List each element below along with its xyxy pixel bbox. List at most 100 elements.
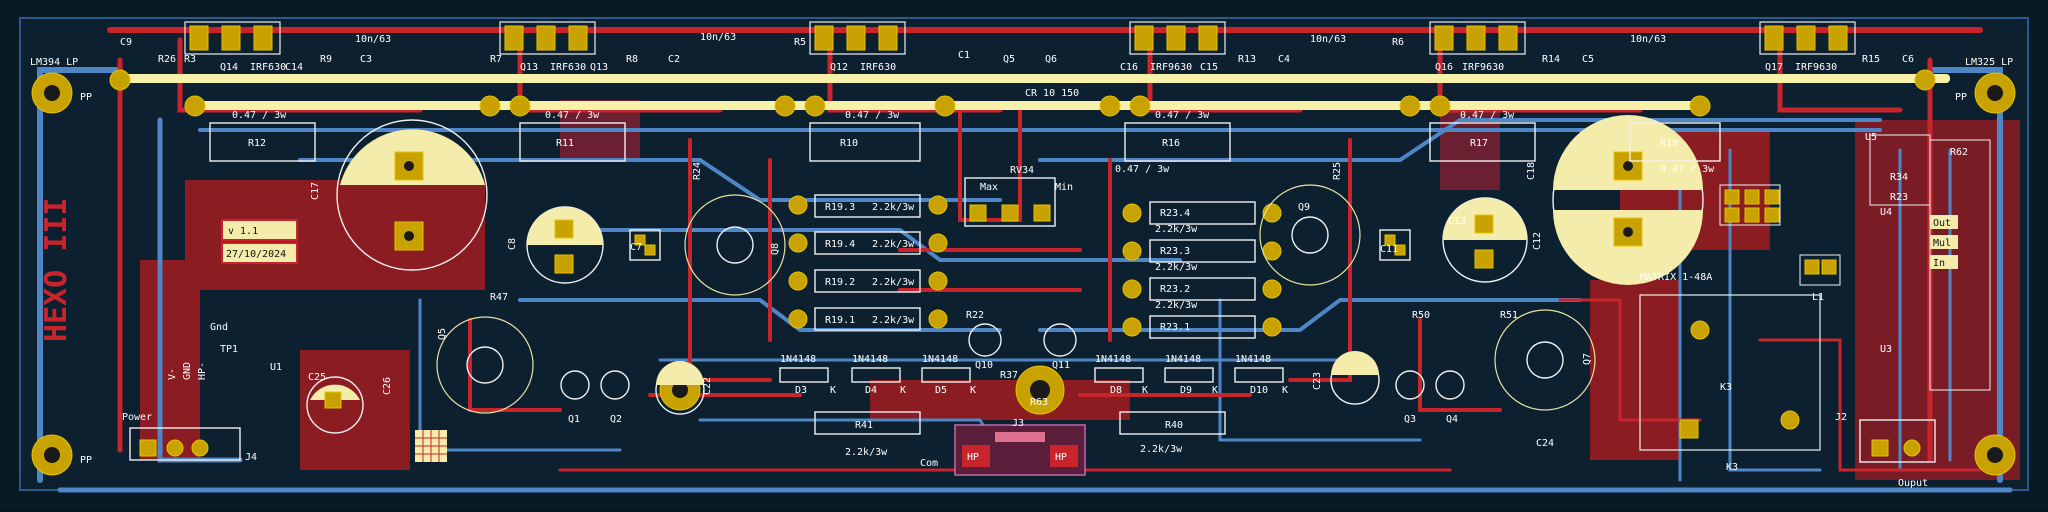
top-label: Q13 <box>520 62 538 73</box>
pp-label: PP <box>1955 92 1967 103</box>
resistor-label: R18 <box>1660 138 1678 149</box>
top-label: IRF630 <box>250 62 286 73</box>
capacitor-C8 <box>526 206 604 284</box>
pp-label: PP <box>80 92 92 103</box>
top-label: IRF9630 <box>1150 62 1192 73</box>
in-tag: In <box>1933 258 1945 269</box>
transistor-label: Q4 <box>1446 414 1458 425</box>
top-label: 10n/63 <box>1630 34 1666 45</box>
cap-label: C23 <box>1312 372 1323 390</box>
mounting-hole <box>1015 365 1065 415</box>
mounting-hole <box>31 72 73 114</box>
trimmer-RV34 <box>964 177 1056 227</box>
top-label: R6 <box>1392 37 1404 48</box>
top-label: R3 <box>184 54 196 65</box>
bus-pads <box>109 69 1936 117</box>
resistor-value: 0.47 / 3w <box>1660 164 1715 175</box>
diode-label: D4 <box>865 385 877 396</box>
transistor-label: Q2 <box>610 414 622 425</box>
resistor-value: 2.2k/3w <box>1155 224 1198 235</box>
resistor-label: R24 <box>692 162 703 180</box>
resistor-value: 2.2k/3w <box>872 202 915 213</box>
top-label: C3 <box>360 54 372 65</box>
mounting-hole <box>1974 72 2016 114</box>
top-label: Q12 <box>830 62 848 73</box>
resistor-value: 2.2k/3w <box>1155 300 1198 311</box>
relay-label: K3 <box>1720 382 1732 393</box>
board-title: HEXO III <box>39 198 74 343</box>
resistor-label: R10 <box>840 138 858 149</box>
top-label: Q16 <box>1435 62 1453 73</box>
matrix-label: MATRIX 1-48A <box>1640 272 1712 283</box>
resistor-value: 2.2k/3w <box>1155 262 1198 273</box>
power-label: Power <box>122 412 152 423</box>
cr-label: CR 10 150 <box>1025 88 1079 99</box>
top-label: LM325 LP <box>1965 57 2013 68</box>
mul-tag: Mul <box>1933 238 1951 249</box>
resistor-value: 2.2k/3w <box>1140 444 1183 455</box>
resistor-label: R23 <box>1890 192 1908 203</box>
cap-label: C24 <box>1536 438 1554 449</box>
resistor-ladder-left <box>814 194 921 331</box>
resistor-value: 0.47 / 3w <box>232 110 287 121</box>
pp-label: PP <box>80 455 92 466</box>
diode-part: 1N4148 <box>852 354 888 365</box>
resistor-label: R12 <box>248 138 266 149</box>
capacitor-C25 <box>306 376 364 434</box>
cathode-mark: K <box>1282 385 1288 396</box>
top-label: Q14 <box>220 62 238 73</box>
diode-part: 1N4148 <box>1165 354 1201 365</box>
connector-label: J3 <box>1012 418 1024 429</box>
resistor-label: R25 <box>1332 162 1343 180</box>
resistor-label: R19.2 <box>825 277 855 288</box>
top-label: IRF630 <box>860 62 896 73</box>
cathode-mark: K <box>900 385 906 396</box>
top-label: IRF630 <box>550 62 586 73</box>
resistor-value: 2.2k/3w <box>872 315 915 326</box>
mounting-hole <box>31 434 73 476</box>
ic-label: U5 <box>1865 132 1877 143</box>
connector-J4 <box>129 427 241 461</box>
top-label: C15 <box>1200 62 1218 73</box>
connector-label: J4 <box>245 452 257 463</box>
top-label: C1 <box>958 50 970 61</box>
top-label: R5 <box>794 37 806 48</box>
top-label: IRF9630 <box>1795 62 1837 73</box>
hp-label: HP <box>1055 452 1067 463</box>
transistor-label: Q3 <box>1404 414 1416 425</box>
cathode-mark: K <box>1142 385 1148 396</box>
front-copper-zones <box>140 100 2020 480</box>
resistor-label: R16 <box>1162 138 1180 149</box>
capacitor-C18 <box>1552 115 1704 285</box>
capacitor-C22 <box>655 361 705 415</box>
top-label: C5 <box>1582 54 1594 65</box>
connector-label: J2 <box>1835 412 1847 423</box>
ouput-label: Ouput <box>1898 478 1928 489</box>
resistor-label: R19.1 <box>825 315 855 326</box>
resistor-ladder-right <box>1149 201 1256 339</box>
cap-label: C12 <box>1532 232 1543 250</box>
top-label: R13 <box>1238 54 1256 65</box>
ic-label: U4 <box>1880 207 1892 218</box>
resistor-value: 2.2k/3w <box>872 277 915 288</box>
capacitor-C17 <box>336 119 488 271</box>
resistor-label: R23.2 <box>1160 284 1190 295</box>
diode-label: D3 <box>795 385 807 396</box>
resistor-label: R63 <box>1030 397 1048 408</box>
out-tag: Out <box>1933 218 1951 229</box>
transistor-label: Q11 <box>1052 360 1070 371</box>
ladder-pads <box>788 195 1282 337</box>
resistor-label: R11 <box>556 138 574 149</box>
resistor-label: R19.3 <box>825 202 855 213</box>
top-label: C4 <box>1278 54 1290 65</box>
mounting-hole <box>1974 434 2016 476</box>
cap-label: C25 <box>308 372 326 383</box>
diode-part: 1N4148 <box>1235 354 1271 365</box>
transistor-label: Q1 <box>568 414 580 425</box>
resistor-label: R23.1 <box>1160 322 1190 333</box>
cap-label: C22 <box>702 377 713 395</box>
resistor-value: 2.2k/3w <box>845 447 888 458</box>
resistor-label: R47 <box>490 292 508 303</box>
top-label: Q13 <box>590 62 608 73</box>
